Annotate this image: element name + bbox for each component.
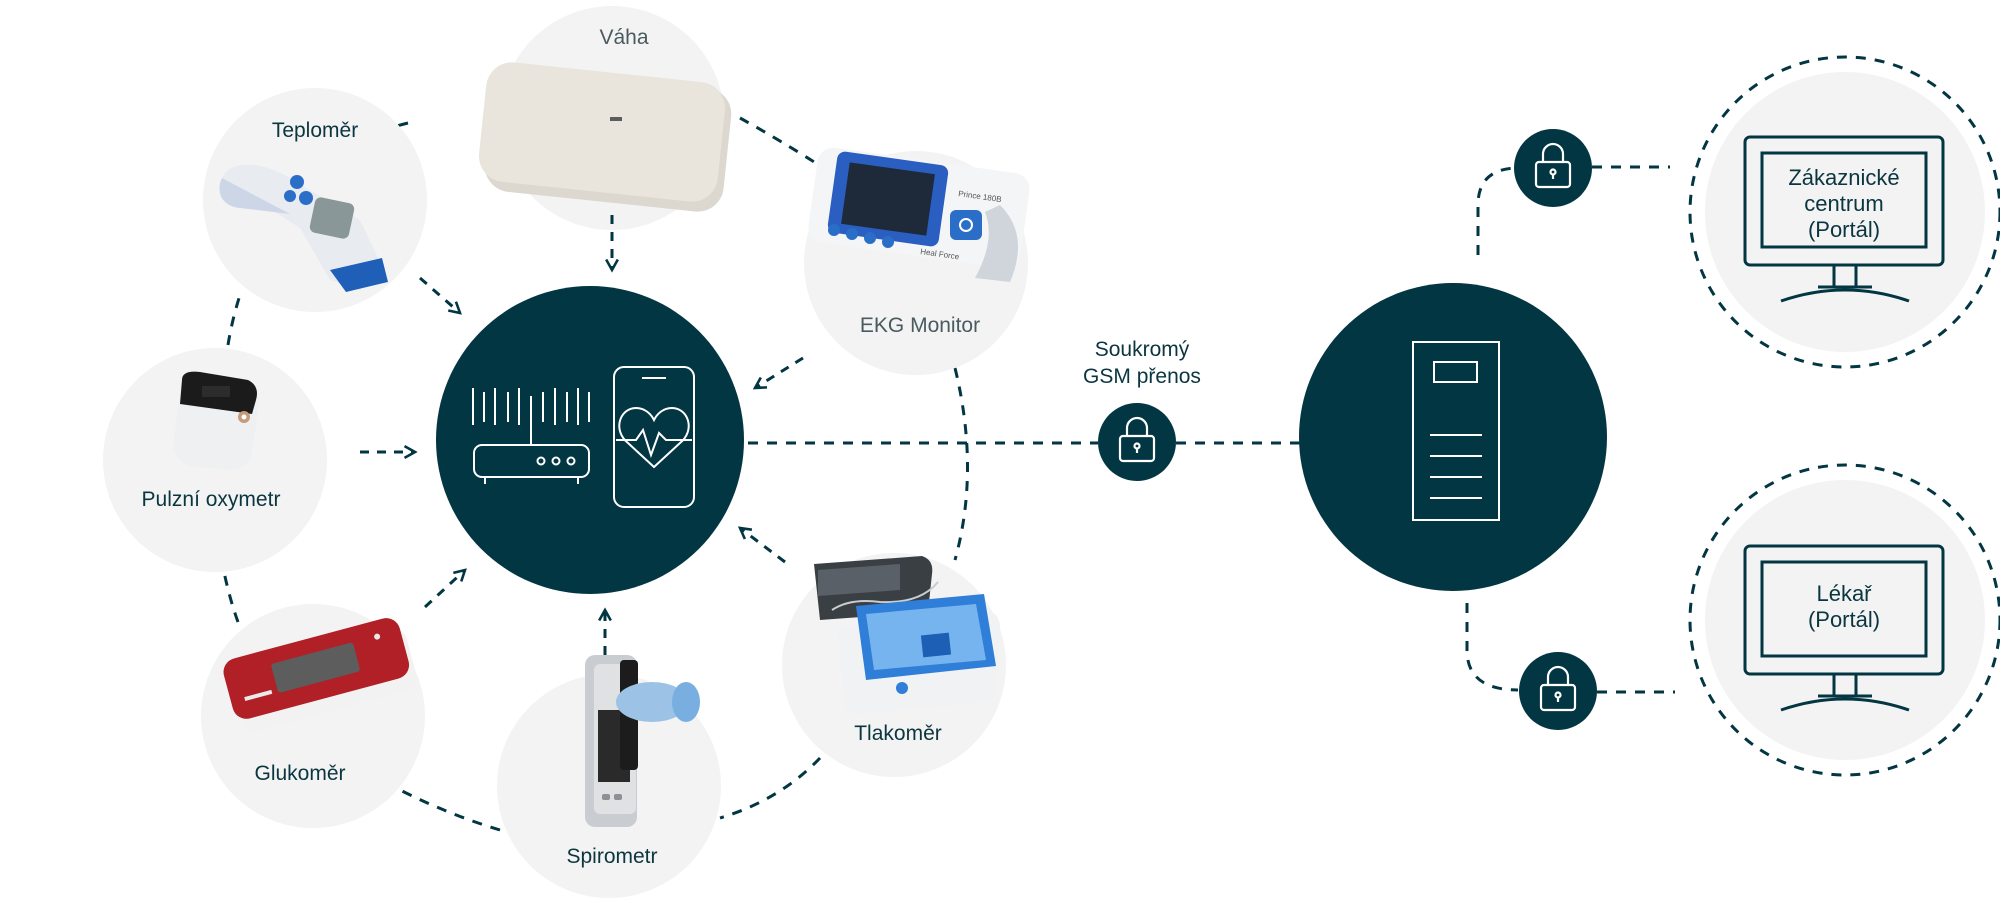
gsm-lock [1098, 403, 1176, 481]
customer-portal-lock [1514, 129, 1592, 207]
portal-doctor [1688, 463, 2000, 777]
label-bp-monitor: Tlakoměr [854, 722, 942, 745]
server-to-doctor-lock [1465, 603, 1519, 692]
label-ekg-monitor: EKG Monitor [859, 314, 981, 337]
doctor-portal-line-1: Lékař [1816, 581, 1872, 606]
customer-portal-line-3: (Portál) [1807, 217, 1881, 242]
smartphone-heart-icon [613, 366, 695, 508]
portal-customer [1688, 55, 2000, 369]
home-hub [436, 286, 744, 594]
label-pulse-oximeter: Pulzní oxymetr [141, 488, 281, 511]
gsm-line-2: GSM přenos [1083, 365, 1201, 388]
transmission-lines [748, 165, 1675, 694]
arrow-from-glucometer [423, 570, 465, 609]
thermometer-image [219, 164, 388, 292]
label-gsm-transfer: Soukromý GSM přenos [1083, 336, 1201, 390]
label-doctor-portal: Lékař (Portál) [1808, 581, 1880, 633]
label-scale: Váha [599, 26, 649, 49]
monitor-icon [1743, 544, 1945, 712]
label-spirometer: Spirometr [566, 845, 658, 868]
gsm-line-1: Soukromý [1094, 338, 1190, 361]
customer-portal-line-1: Zákaznické [1788, 165, 1900, 190]
spirometer-image [585, 655, 700, 827]
device-arrows [360, 215, 804, 655]
label-glucometer: Glukoměr [254, 762, 346, 785]
glucometer-image [223, 618, 417, 732]
server-to-customer-lock [1476, 166, 1516, 255]
router-icon [472, 388, 590, 484]
lock-icon [1539, 665, 1577, 712]
label-thermometer: Teploměr [271, 119, 359, 142]
arrow-from-ekg [755, 356, 804, 388]
doctor-portal-line-2: (Portál) [1807, 607, 1881, 632]
label-customer-portal: Zákaznické centrum (Portál) [1788, 165, 1899, 243]
doctor-portal-lock [1519, 652, 1597, 730]
arrow-from-thermometer [419, 276, 460, 313]
server-icon [1412, 341, 1500, 521]
lock-icon [1118, 416, 1156, 463]
pulse-oximeter-image [173, 371, 259, 470]
cloud-server [1299, 283, 1607, 591]
ekg-monitor-image: Prince 180B Heal Force [808, 147, 1030, 282]
customer-portal-line-2: centrum [1804, 191, 1884, 216]
blood-pressure-monitor-image [814, 556, 1000, 714]
scale-image [478, 62, 732, 212]
arrow-from-bp-monitor [740, 528, 786, 564]
monitor-icon [1743, 135, 1945, 303]
lock-icon [1534, 142, 1572, 189]
